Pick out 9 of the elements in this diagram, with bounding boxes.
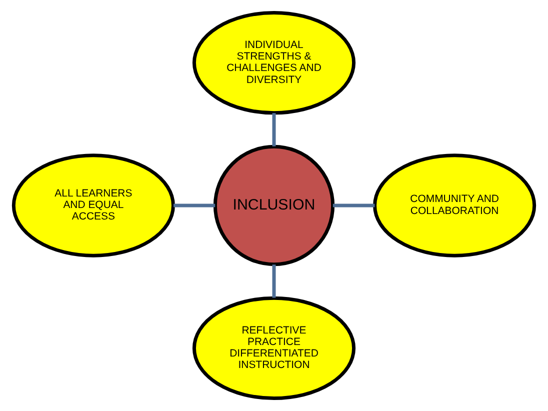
node-ellipse: INDIVIDUAL STRENGTHS & CHALLENGES AND DIVERSITY xyxy=(192,10,356,115)
node-ellipse: COMMUNITY AND COLLABORATION xyxy=(373,154,536,258)
connector xyxy=(174,204,216,208)
node-circle: INCLUSION xyxy=(213,144,335,266)
connector xyxy=(272,264,276,298)
node-ellipse: ALL LEARNERS AND EQUAL ACCESS xyxy=(12,154,175,258)
node-ellipse: REFLECTIVE PRACTICE DIFFERENTIATED INSTRUCTION xyxy=(192,296,356,400)
connector xyxy=(272,113,276,146)
connector xyxy=(332,204,375,208)
